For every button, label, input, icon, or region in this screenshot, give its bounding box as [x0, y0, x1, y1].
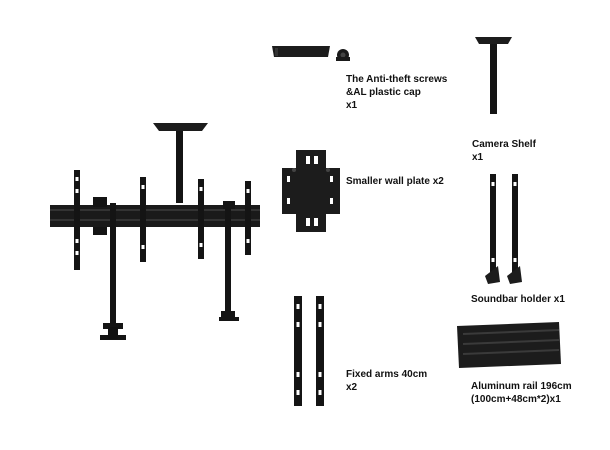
aluminum-rail-label-line2: (100cm+48cm*2)x1: [471, 394, 561, 405]
screws-label-line1: The Anti-theft screws: [346, 74, 448, 85]
fixed-arms-icon: [294, 296, 324, 406]
aluminum-rail-label: Aluminum rail 196cm (100cm+48cm*2)x1: [471, 380, 572, 406]
screws-label-line2: &AL plastic cap: [346, 87, 421, 98]
camera-shelf-label-line2: x1: [472, 152, 484, 163]
aluminum-rail-icon: [457, 322, 561, 368]
fixed-arms-label-line2: x2: [346, 382, 358, 393]
aluminum-rail-label-line1: Aluminum rail 196cm: [471, 381, 572, 392]
screws-label-line3: x1: [346, 100, 358, 111]
camera-shelf-label: Camera Shelf x1: [472, 138, 536, 164]
camera-shelf-label-line1: Camera Shelf: [472, 139, 536, 150]
camera-shelf-icon: [475, 37, 512, 114]
soundbar-holder-icon: [485, 174, 522, 284]
screws-label: The Anti-theft screws &AL plastic cap x1: [346, 73, 447, 112]
fixed-arms-label-line1: Fixed arms 40cm: [346, 369, 428, 380]
wall-plate-label: Smaller wall plate x2: [346, 175, 444, 188]
screws-caps-icon: [272, 46, 350, 61]
soundbar-holder-label-line1: Soundbar holder x1: [471, 294, 565, 305]
fixed-arms-label: Fixed arms 40cm x2: [346, 368, 427, 394]
wall-plate-label-line1: Smaller wall plate x2: [346, 176, 444, 187]
soundbar-holder-label: Soundbar holder x1: [471, 293, 565, 306]
assembled-mount-icon: [50, 123, 260, 340]
wall-plate-icon: [282, 150, 340, 232]
